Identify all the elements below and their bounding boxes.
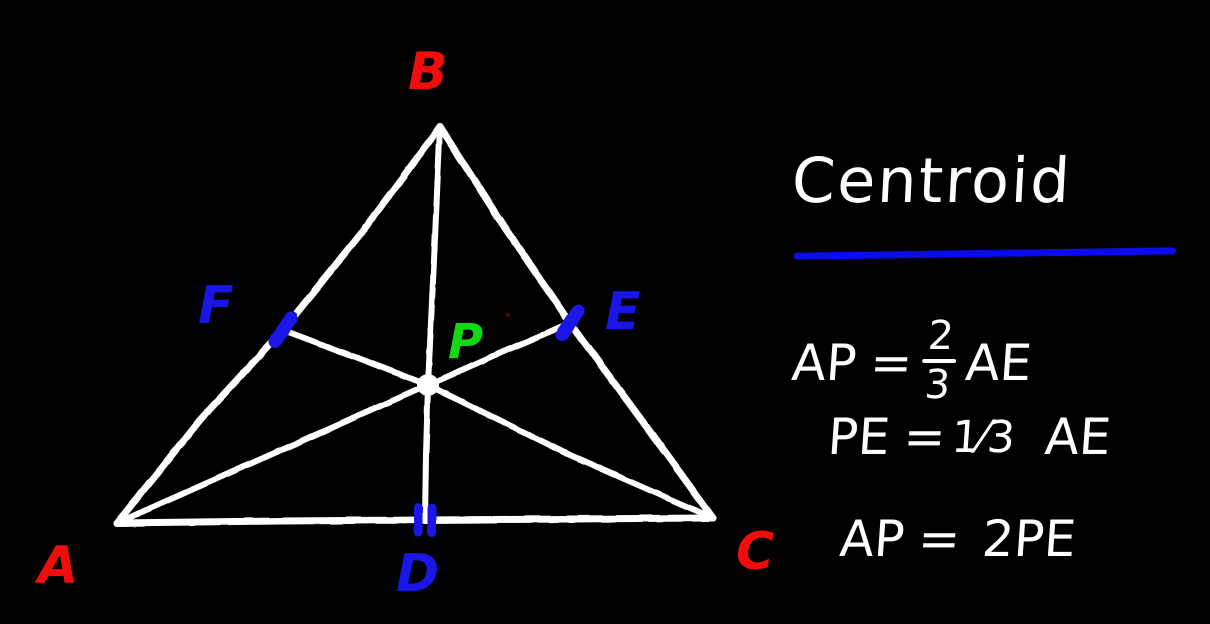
eq1-left: AP xyxy=(789,333,859,392)
vertex-label-b: B xyxy=(408,42,448,102)
eq2-fraction: 1⁄3 xyxy=(950,412,1017,463)
notes-title-underline xyxy=(793,247,1177,260)
eq3-operator: = xyxy=(916,510,963,568)
midpoint-label-f: F xyxy=(198,276,234,336)
median-bd xyxy=(422,124,443,523)
eq1-fraction: 2 3 xyxy=(919,313,959,408)
stray-red-speck xyxy=(505,312,511,318)
equation-pe-one-third-ae: PE = 1⁄3 AE xyxy=(826,408,1113,466)
vertex-label-a: A xyxy=(38,536,79,596)
centroid-dot xyxy=(417,374,439,396)
eq2-operator: = xyxy=(901,408,948,466)
tick-mark-f xyxy=(268,311,298,349)
notes-panel: Centroid AP = 2 3 AE PE = 1⁄3 AE xyxy=(780,140,1210,610)
eq2-numerator: 1 xyxy=(949,411,982,463)
eq2-right: AE xyxy=(1042,408,1113,466)
equation-ap-two-thirds-ae: AP = 2 3 AE xyxy=(789,313,1035,408)
notes-title: Centroid xyxy=(790,144,1074,217)
eq3-coefficient: 2 xyxy=(980,510,1017,568)
tick-mark-e xyxy=(555,304,585,342)
equation-ap-equals-two-pe: AP = 2 PE xyxy=(838,510,1078,568)
eq3-right: PE xyxy=(1012,510,1078,568)
eq2-left: PE xyxy=(825,408,892,466)
eq3-left: AP xyxy=(837,510,907,568)
midpoint-label-e: E xyxy=(605,282,641,342)
midpoint-label-d: D xyxy=(396,544,440,604)
eq2-denominator: 3 xyxy=(985,411,1017,463)
eq1-denominator: 3 xyxy=(923,361,952,408)
centroid-label-p: P xyxy=(448,314,484,370)
vertex-label-c: C xyxy=(736,522,775,582)
eq1-operator: = xyxy=(868,333,915,392)
eq1-numerator: 2 xyxy=(926,313,956,359)
side-ab xyxy=(113,123,444,527)
eq1-right: AE xyxy=(963,333,1034,392)
